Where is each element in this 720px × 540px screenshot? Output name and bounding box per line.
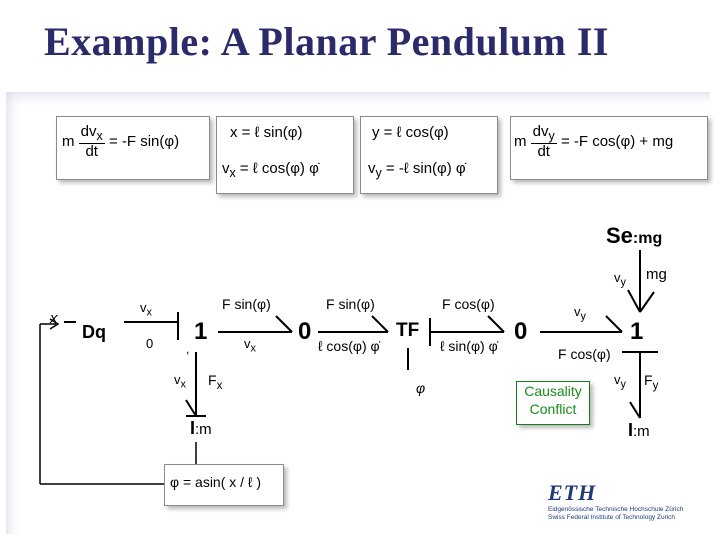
equation-box-dvy <box>510 116 708 180</box>
se-element: Se:mg <box>606 223 663 248</box>
lsin-label: ℓ sin(φ) φ̇ <box>440 338 498 354</box>
equation-box-x <box>216 116 354 194</box>
one-junction-right: 1 <box>630 318 644 345</box>
equation-y-position: y = ℓ cos(φ) <box>372 124 449 141</box>
vy-label-2: vy <box>574 304 586 323</box>
i-element-right: I:m <box>628 420 650 440</box>
fx-label: Fx <box>208 372 223 392</box>
fcos-label-1: F cos(φ) <box>442 296 495 312</box>
causality-conflict-note: Causality Conflict <box>516 381 590 425</box>
equation-x-position: x = ℓ sin(φ) <box>230 124 303 141</box>
vy-top-label: vy <box>614 270 626 289</box>
phi-label: φ <box>416 380 426 396</box>
vx-label-1: vx <box>140 300 152 319</box>
lcos-label: ℓ cos(φ) φ̇ <box>318 338 380 354</box>
equation-box-dvx <box>56 116 210 180</box>
i-element-left: I:m <box>190 418 212 438</box>
fsin-label-2: F sin(φ) <box>326 296 375 312</box>
eth-name-de: Eidgenössische Technische Hochschule Zür… <box>548 506 684 513</box>
fcos-label-2: F cos(φ) <box>558 346 611 362</box>
equation-vx: vx = ℓ cos(φ) φ̇ <box>222 160 319 180</box>
asin-equation: φ = asin( x / ℓ ) <box>170 474 262 490</box>
tf-element: TF <box>396 320 420 341</box>
asin-box <box>164 464 284 506</box>
x-input-label: x <box>50 310 58 327</box>
fy-label: Fy <box>644 372 659 392</box>
equation-vy: vy = -ℓ sin(φ) φ̇ <box>368 160 466 180</box>
causal-tick: , <box>186 342 190 356</box>
zero-junction-left: 0 <box>298 318 312 345</box>
vx-label-3: vx <box>174 372 186 391</box>
eth-logo: ETH <box>548 480 597 505</box>
fsin-label-1: F sin(φ) <box>222 296 271 312</box>
equation-box-y <box>360 116 498 194</box>
zero-effort-label: 0 <box>146 336 154 351</box>
eth-branding: ETH Eidgenössische Technische Hochschule… <box>548 480 683 522</box>
dq-element: Dq <box>82 322 106 342</box>
mg-label: mg <box>646 266 667 283</box>
eth-name-en: Swiss Federal Institute of Technology Zu… <box>548 514 676 521</box>
one-junction-left: 1 <box>194 318 208 345</box>
vx-label-2: vx <box>244 336 256 355</box>
slide-title: Example: A Planar Pendulum II <box>44 19 609 64</box>
zero-junction-right: 0 <box>514 318 528 345</box>
vy-label-3: vy <box>614 372 626 391</box>
